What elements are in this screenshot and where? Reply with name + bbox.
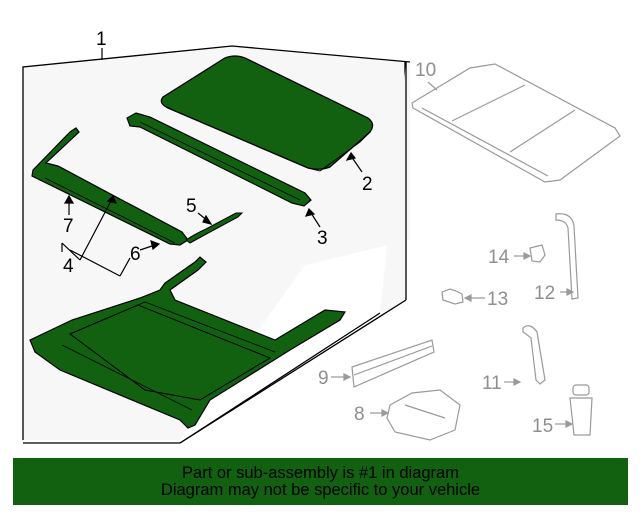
- callout-2: 2: [362, 174, 373, 195]
- callout-15: 15: [532, 416, 553, 437]
- secondary-leader-lines: [331, 81, 575, 428]
- callout-5: 5: [186, 196, 197, 217]
- assembly-leader-lines: [61, 48, 363, 277]
- callout-12: 12: [534, 283, 555, 304]
- banner-line-1: Part or sub-assembly is #1 in diagram: [182, 463, 459, 482]
- glass-panel-part[interactable]: [160, 55, 374, 172]
- callout-7: 7: [63, 216, 74, 237]
- wind-deflector-part[interactable]: [126, 112, 312, 207]
- weatherstrip-9[interactable]: [351, 339, 435, 388]
- clip-14[interactable]: [529, 244, 546, 263]
- callout-8: 8: [354, 404, 365, 425]
- sunshade-rail-part[interactable]: [31, 127, 189, 246]
- drain-hose-12[interactable]: [555, 213, 579, 300]
- callout-14: 14: [488, 247, 510, 268]
- drain-hose-11[interactable]: [522, 325, 546, 385]
- banner-line-2: Diagram may not be specific to your vehi…: [160, 480, 481, 499]
- cable-part[interactable]: [185, 212, 244, 244]
- parts-diagram: 1 2 3 4 5 6 7 8 9 10 11 12 13 14 15: [22, 29, 621, 444]
- connector-15[interactable]: [569, 384, 593, 436]
- callout-10: 10: [415, 60, 436, 81]
- callout-11: 11: [482, 373, 502, 394]
- sunroof-frame-part[interactable]: [29, 256, 347, 429]
- motor-8[interactable]: [386, 389, 461, 441]
- info-banner: Part or sub-assembly is #1 in diagram Di…: [13, 458, 628, 505]
- sunshade-frame-secondary[interactable]: [411, 63, 621, 183]
- callout-13: 13: [487, 289, 508, 310]
- clip-13[interactable]: [441, 288, 464, 305]
- callout-3: 3: [317, 228, 328, 249]
- callout-9: 9: [318, 368, 329, 389]
- callout-6: 6: [130, 244, 141, 265]
- callout-1: 1: [96, 29, 107, 50]
- callout-4: 4: [63, 256, 74, 277]
